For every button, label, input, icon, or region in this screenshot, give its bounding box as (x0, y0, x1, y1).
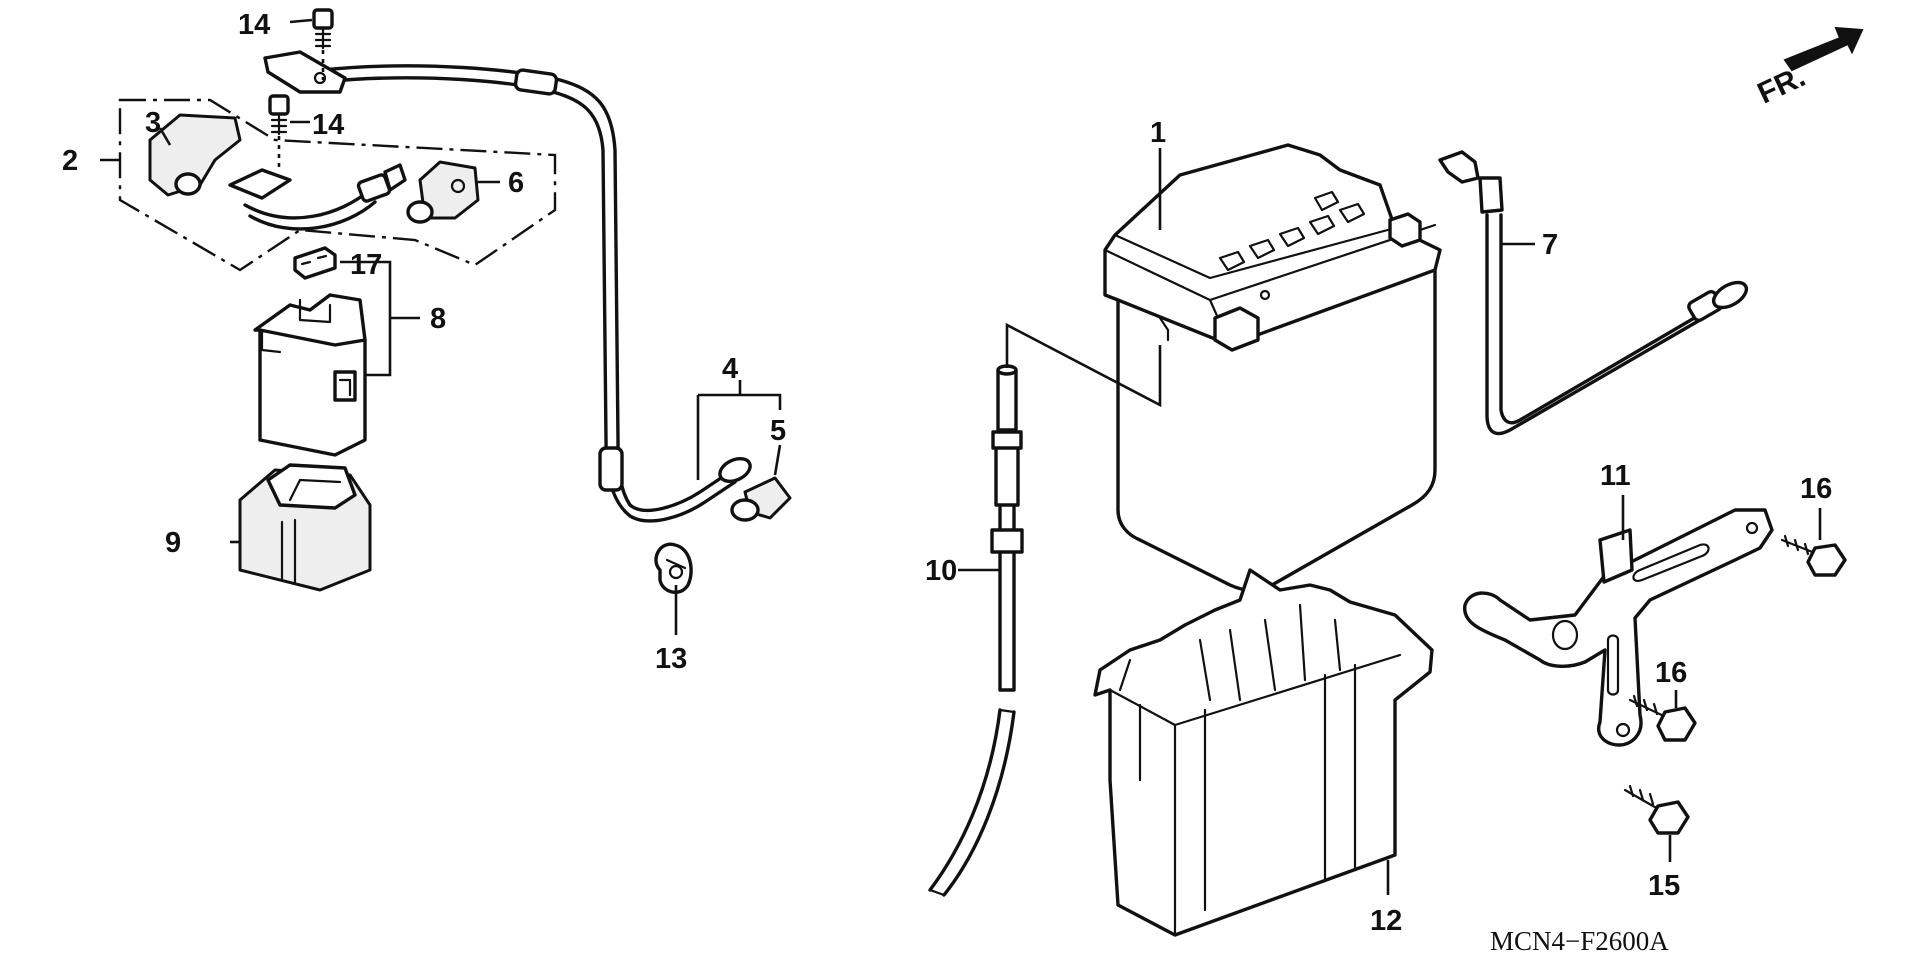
callout-6: 6 (508, 167, 524, 199)
callout-7: 7 (1542, 229, 1558, 261)
callout-10: 10 (925, 555, 957, 587)
callout-3: 3 (145, 107, 161, 139)
cable-clip-13[interactable] (654, 542, 693, 594)
bolt-14-upper[interactable] (312, 8, 334, 80)
front-direction-label: FR. (1753, 60, 1811, 110)
battery-box-12[interactable] (1093, 568, 1434, 937)
front-direction-arrow (1783, 26, 1864, 72)
battery-bracket-11[interactable] (1463, 508, 1774, 747)
positive-cable[interactable] (320, 64, 754, 523)
bolt-14-lower[interactable] (268, 94, 290, 170)
bolt-15[interactable] (1623, 784, 1690, 835)
callout-12: 12 (1370, 905, 1402, 937)
callout-15: 15 (1648, 870, 1680, 902)
negative-cable-7[interactable] (1438, 150, 1751, 436)
cable-clamp-upper[interactable] (263, 50, 347, 94)
callout-17: 17 (350, 249, 382, 281)
diagram-code: MCN4−F2600A (1490, 926, 1669, 956)
starter-relay-8[interactable] (253, 293, 367, 457)
short-cable[interactable] (228, 163, 407, 231)
callout-2: 2 (62, 145, 78, 177)
callout-5: 5 (770, 415, 786, 447)
breather-tube-10[interactable] (928, 364, 1024, 897)
battery-1[interactable] (1103, 143, 1442, 592)
callout-13: 13 (655, 643, 687, 675)
callout-14-lower: 14 (312, 109, 344, 141)
callout-1: 1 (1150, 117, 1166, 149)
callout-8: 8 (430, 303, 446, 335)
bolt-16-lower[interactable] (1628, 694, 1697, 742)
callout-16-upper: 16 (1800, 473, 1832, 505)
negative-cap-5[interactable] (730, 476, 792, 522)
terminal-cover-6[interactable] (406, 160, 480, 224)
callout-9: 9 (165, 527, 181, 559)
group-2-outline (118, 98, 557, 272)
bolt-16-upper[interactable] (1780, 534, 1847, 577)
callout-16-lower: 16 (1655, 657, 1687, 689)
callout-4: 4 (722, 353, 738, 385)
terminal-cover-3[interactable] (148, 113, 242, 197)
callout-14-upper: 14 (238, 9, 270, 41)
fuse-17[interactable] (293, 246, 337, 280)
relay-case-9[interactable] (238, 463, 372, 592)
callout-11: 11 (1600, 460, 1631, 492)
